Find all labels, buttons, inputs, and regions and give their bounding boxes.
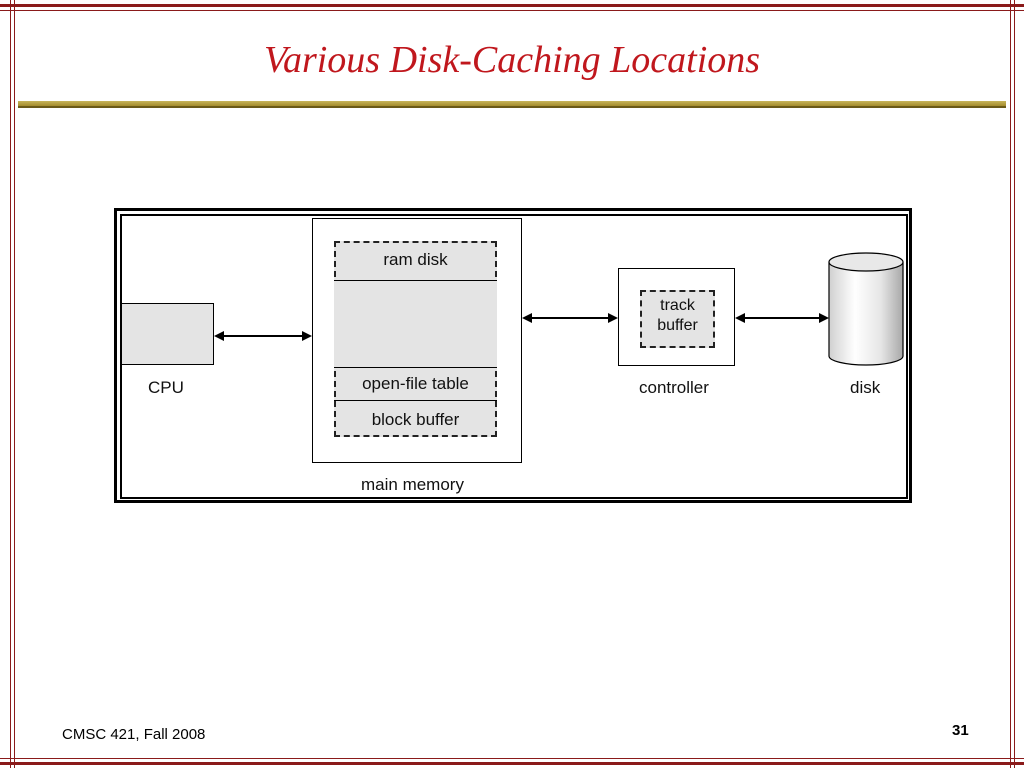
memory-divider [334,400,497,401]
block-buffer-label: block buffer [371,410,460,429]
slide-frame-right [1010,0,1015,768]
ram-disk-label: ram disk [383,250,448,269]
slide-frame-left [10,0,15,768]
cpu-box [121,303,214,365]
cpu-label: CPU [148,378,184,397]
page-number: 31 [952,722,969,739]
controller-label: controller [639,378,709,397]
track-buffer-box [640,290,715,348]
disk-icon [828,252,904,366]
buffer-label: buffer [657,317,698,334]
slide-frame-bottom [0,758,1024,765]
track-buffer-text: track buffer [640,297,715,335]
memory-free-area [334,280,497,368]
ram-disk-cell: ram disk [334,250,497,270]
block-buffer-cell: block buffer [334,410,497,430]
open-file-table-cell: open-file table [334,374,497,394]
track-label: track [660,297,695,314]
open-file-table-label: open-file table [362,374,469,393]
footer-course: CMSC 421, Fall 2008 [62,726,206,743]
title-rule [18,101,1006,108]
main-memory-label: main memory [361,475,464,494]
slide-frame-top [0,4,1024,11]
disk-label: disk [850,378,881,397]
slide-title: Various Disk-Caching Locations [263,39,761,81]
